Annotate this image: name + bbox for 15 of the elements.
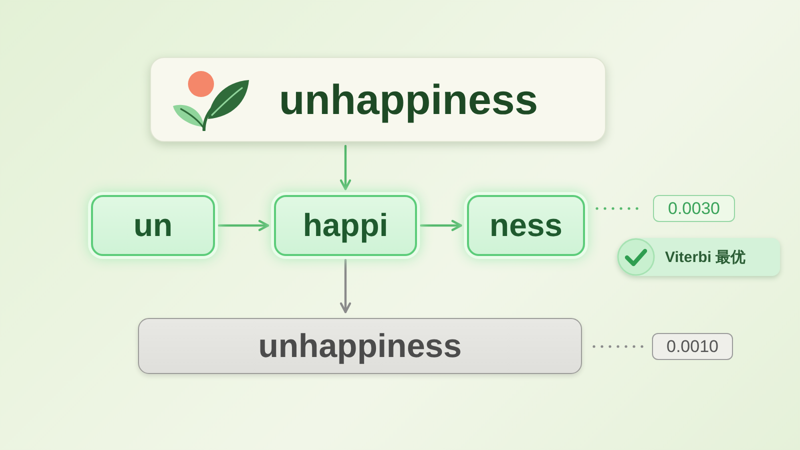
- score-badge: 0.0010: [652, 333, 733, 360]
- token-box: happi: [274, 195, 417, 256]
- arrow: [340, 258, 352, 314]
- arrow: [218, 220, 270, 232]
- arrow: [340, 144, 352, 190]
- arrow: [420, 220, 462, 232]
- leader-line: [592, 345, 646, 348]
- status-label: Viterbi 最优: [665, 248, 746, 266]
- token-box: ness: [467, 195, 585, 256]
- score-badge: 0.0030: [653, 195, 735, 222]
- word-box: unhappiness: [138, 318, 582, 374]
- status-badge: [617, 238, 780, 276]
- word-box: [150, 57, 606, 142]
- token-box: un: [91, 195, 215, 256]
- word-label: unhappiness: [279, 76, 538, 124]
